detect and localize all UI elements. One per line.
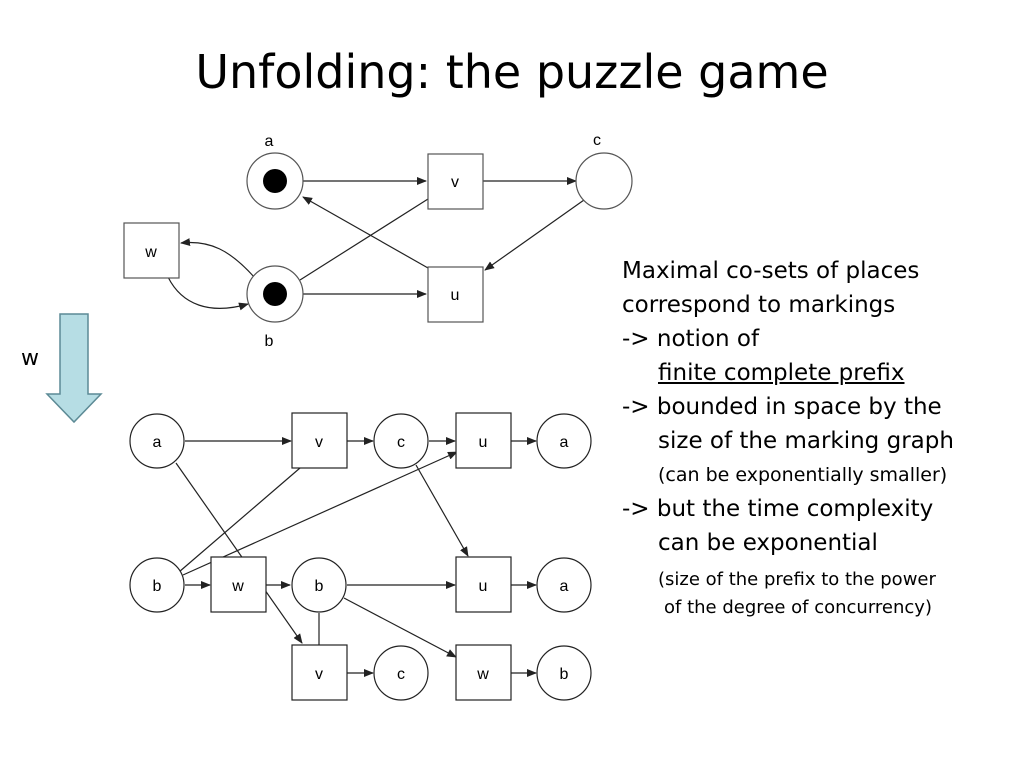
arc-u-c1-u2	[415, 464, 469, 557]
event-w1	[210, 556, 267, 613]
event-u2-label: u	[479, 578, 488, 595]
arc-u-b1-u1	[182, 451, 458, 576]
page-title: Unfolding: the puzzle game	[195, 45, 829, 99]
condition-a1	[129, 413, 185, 469]
transition-u-label: u	[451, 287, 460, 304]
transition-v-label: v	[451, 174, 459, 191]
event-w2	[455, 644, 512, 701]
place-c	[575, 152, 633, 210]
arc-b-v	[299, 198, 429, 281]
note-line: -> notion of	[622, 326, 760, 352]
token-a-icon	[263, 169, 287, 193]
arc-c-u	[484, 199, 585, 271]
condition-a2-label: a	[560, 434, 569, 451]
note-line: can be exponential	[658, 530, 878, 556]
note-line-small: (size of the prefix to the power	[658, 569, 936, 590]
transition-v	[427, 153, 484, 210]
note-line: size of the marking graph	[658, 428, 954, 454]
event-u1-label: u	[479, 434, 488, 451]
transition-u	[427, 266, 484, 323]
arc-u-b2-w2	[343, 597, 457, 658]
condition-a3	[536, 557, 592, 613]
transition-w	[123, 222, 180, 279]
event-u1	[455, 412, 512, 469]
condition-b2-label: b	[315, 578, 324, 595]
arc-u-a1-v2	[175, 462, 303, 644]
event-v2-label: v	[315, 666, 323, 683]
condition-c2-label: c	[397, 666, 405, 683]
condition-a1-label: a	[153, 434, 162, 451]
unfolding	[129, 412, 592, 701]
transition-w-label: w	[144, 244, 157, 261]
petri-net	[123, 152, 633, 323]
condition-c1-label: c	[397, 434, 405, 451]
token-b-icon	[263, 282, 287, 306]
arc-u-b1-v1	[178, 467, 301, 573]
note-line-small: (can be exponentially smaller)	[658, 464, 948, 486]
event-v1-label: v	[315, 434, 323, 451]
place-a-label: a	[265, 133, 274, 150]
condition-a3-label: a	[560, 578, 569, 595]
arrow-label: w	[21, 346, 39, 371]
condition-b1-label: b	[153, 578, 162, 595]
note-line: Maximal co-sets of places	[622, 258, 920, 284]
arc-b-w	[180, 238, 256, 279]
notes-text: Maximal co-sets of places correspond to …	[622, 254, 1022, 622]
condition-b2	[291, 557, 347, 613]
arc-w-b	[167, 276, 249, 311]
note-line: -> but the time complexity	[622, 496, 934, 522]
condition-b3-label: b	[560, 666, 569, 683]
note-line: correspond to markings	[622, 292, 896, 318]
condition-c2	[373, 645, 429, 701]
event-w1-label: w	[231, 578, 244, 595]
place-c-label: c	[593, 132, 601, 149]
arc-u-a	[302, 196, 429, 269]
note-line: -> bounded in space by the	[622, 394, 942, 420]
condition-b1	[129, 557, 185, 613]
note-line-underlined: finite complete prefix	[658, 360, 905, 386]
event-v1	[291, 412, 348, 469]
condition-c1	[373, 413, 429, 469]
down-arrow-icon	[45, 313, 103, 424]
condition-a2	[536, 413, 592, 469]
note-line-small: of the degree of concurrency)	[664, 597, 932, 618]
event-u2	[455, 556, 512, 613]
event-w2-label: w	[476, 666, 489, 683]
condition-b3	[536, 645, 592, 701]
place-b-label: b	[265, 333, 274, 350]
event-v2	[291, 644, 348, 701]
